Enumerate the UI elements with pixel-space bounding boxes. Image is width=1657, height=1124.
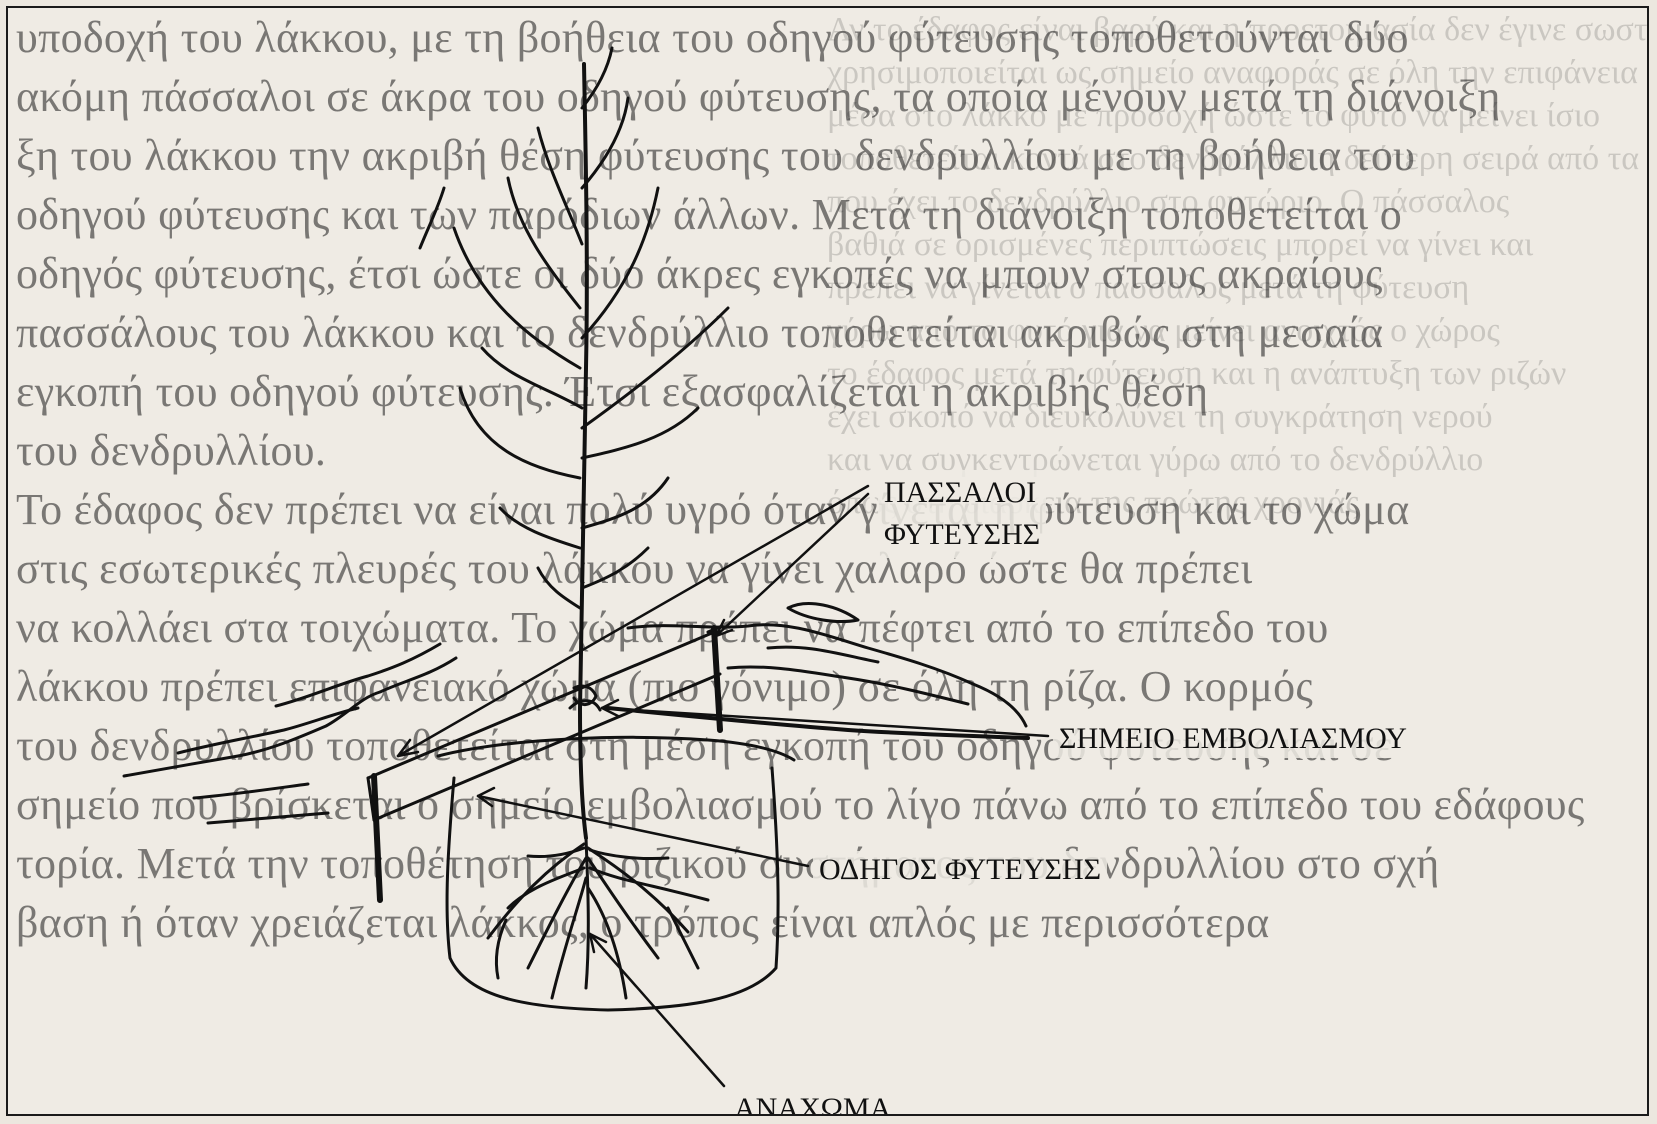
branch-9 [582,478,668,528]
branch-1 [538,128,582,244]
arrow-stakes-right [716,494,868,636]
branch-10 [500,508,580,548]
stake-left [374,776,380,900]
branch-14 [582,98,628,188]
label-graft-point: ΣΗΜΕΙΟ ΕΜΒΟΛΙΑΣΜΟΥ [1053,720,1413,758]
ground-left-contour-1 [178,708,358,753]
label-planting-stakes-line1: ΠΑΣΣΑΛΟΙ [884,472,1040,514]
tree-planting-diagram [8,8,1649,1116]
branch-3 [582,188,658,338]
root-1 [488,844,584,938]
root-11 [496,920,506,978]
branch-4 [454,228,580,368]
branch-11 [582,548,648,588]
branch-5 [482,348,582,408]
tree-trunk [580,64,587,838]
label-planting-stakes-line2: ΦΥΤΕΥΣΗΣ [884,514,1040,556]
label-planting-stakes: ΠΑΣΣΑΛΟΙ ΦΥΤΕΥΣΗΣ [878,470,1046,558]
ground-left-contour-3 [208,813,328,823]
root-7 [552,878,586,998]
planting-guide-board-bottom [374,674,720,820]
branch-2 [508,178,580,308]
root-6 [590,868,708,900]
ground-left-contour-2 [194,784,308,798]
arrowhead-stakes-left [398,740,418,756]
branch-15 [420,188,444,248]
branch-6 [582,308,728,428]
ground-right-clod [788,604,858,622]
ground-right-contour-1 [728,667,968,704]
ground-left-contour-4 [276,644,440,706]
ground-right-contour-2 [768,647,878,662]
ground-left-mound [124,658,456,776]
label-mound: ΑΝΑΧΩΜΑ [728,1090,897,1116]
arrow-stakes-left [398,486,868,756]
root-12 [668,908,698,968]
figure-frame: Αν το έδαφος είναι βαρύ και η προετοιμασ… [6,6,1649,1116]
arrow-graft [602,708,1048,736]
branch-8 [460,388,580,478]
label-planting-guide: ΟΔΗΓΟΣ ΦΥΤΕΥΣΗΣ [813,851,1107,889]
hole-rim [438,737,794,760]
branch-12 [538,568,580,608]
